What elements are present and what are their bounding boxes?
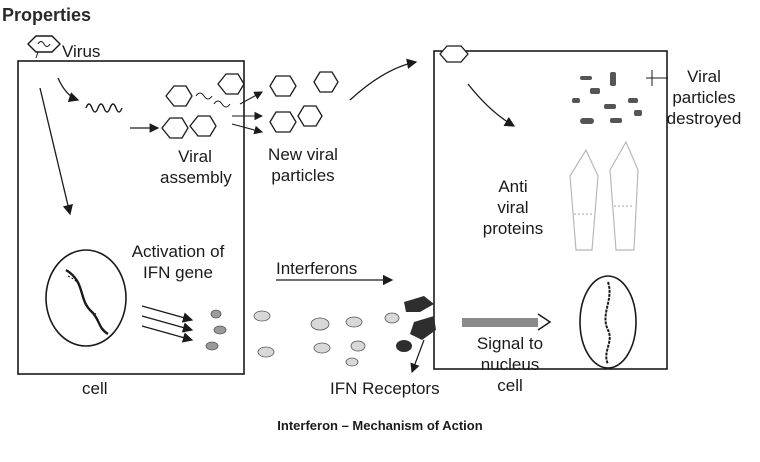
signal-line-2: nucleus xyxy=(480,355,540,374)
activation-line-1: Activation of xyxy=(131,242,225,261)
viral-destroyed-line-3: destroyed xyxy=(666,109,742,128)
interferons-label: Interferons xyxy=(276,259,358,278)
signal-line-1: Signal to xyxy=(476,334,544,353)
nucleus-icon xyxy=(45,249,127,347)
neighbor-nucleus-icon xyxy=(579,275,637,369)
antiviral-line-3: proteins xyxy=(482,219,544,238)
viral-rna-icon xyxy=(85,103,123,113)
signal-label: Signal to nucleus cell xyxy=(468,333,552,396)
new-viral-particles-line-2: particles xyxy=(271,166,335,185)
viral-assembly-line-2: assembly xyxy=(160,168,232,187)
ifn-receptors-label: IFN Receptors xyxy=(330,379,440,398)
interferon-molecules xyxy=(205,309,400,367)
new-viral-particles-icon xyxy=(269,71,339,133)
signal-bar xyxy=(462,318,538,327)
activation-line-2: IFN gene xyxy=(143,263,213,282)
virus-spread-arrow xyxy=(349,58,418,101)
antiviral-line-2: viral xyxy=(497,198,529,217)
viral-destroyed-line-2: particles xyxy=(672,88,736,107)
new-viral-particles-line-1: New viral xyxy=(268,145,338,164)
antiviral-proteins-icon xyxy=(569,140,639,251)
page-title: Properties xyxy=(2,5,92,25)
ifn-receptors-icon xyxy=(396,296,436,352)
virus-label: Virus xyxy=(62,42,101,61)
neighbor-cell-outline xyxy=(433,50,668,370)
new-viral-particles-label: New viral particles xyxy=(256,144,350,186)
viral-destroyed-label: Viral particles destroyed xyxy=(656,66,752,129)
infection-arrow xyxy=(57,77,80,103)
infected-cell-outline xyxy=(17,60,245,375)
virus-icon xyxy=(27,35,61,59)
figure-caption: Interferon – Mechanism of Action xyxy=(277,418,483,433)
antiviral-arrow xyxy=(467,83,516,127)
signal-line-3: cell xyxy=(497,376,523,395)
antiviral-line-1: Anti xyxy=(498,177,528,196)
cell-label: cell xyxy=(82,379,108,398)
viral-assembly-line-1: Viral xyxy=(178,147,212,166)
antiviral-proteins-label: Anti viral proteins xyxy=(472,176,554,239)
nucleus-arrow xyxy=(39,87,73,216)
viral-assembly-label: Viral assembly xyxy=(160,146,232,188)
transcription-arrows xyxy=(141,305,194,343)
activation-label: Activation of IFN gene xyxy=(116,241,240,283)
signal-arrowhead xyxy=(537,313,552,331)
virus-icon-right xyxy=(439,45,469,63)
viral-assembly-icon xyxy=(161,73,245,139)
destroyed-particles-icon xyxy=(572,72,642,124)
viral-destroyed-line-1: Viral xyxy=(687,67,721,86)
